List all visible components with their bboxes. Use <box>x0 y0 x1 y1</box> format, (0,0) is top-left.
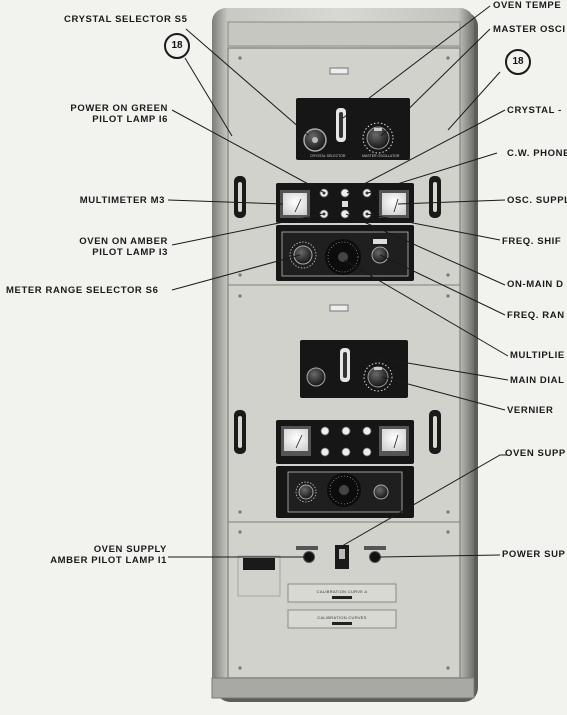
label-oven-supply-top: OVEN SUPP <box>505 448 566 459</box>
label-meter-range-selector: METER RANGE SELECTOR S6 <box>6 285 159 296</box>
label-oven-on-lamp: OVEN ON AMBER PILOT LAMP I3 <box>40 236 168 258</box>
label-freq-shift: FREQ. SHIF <box>502 236 562 247</box>
label-oven-supply-lamp: OVEN SUPPLY AMBER PILOT LAMP I1 <box>20 544 167 566</box>
label-power-on-line2: PILOT LAMP I6 <box>92 114 168 125</box>
label-oven-supply-line2: AMBER PILOT LAMP I1 <box>50 555 167 566</box>
label-vernier: VERNIER <box>507 405 554 416</box>
callout-18-left: 18 <box>164 33 190 59</box>
svg-text:MASTER OSCILLATOR: MASTER OSCILLATOR <box>362 154 400 158</box>
label-oven-on-line2: PILOT LAMP I3 <box>92 247 168 258</box>
label-master-osc: MASTER OSCI <box>493 24 566 35</box>
side-handles <box>234 176 441 454</box>
calibration-plate-2: CALIBRATION CURVES <box>317 615 367 620</box>
label-crystal: CRYSTAL - <box>507 105 562 116</box>
power-supply-switch <box>369 551 381 563</box>
label-oven-supply-line1: OVEN SUPPLY <box>93 544 167 555</box>
label-crystal-selector: CRYSTAL SELECTOR S5 <box>64 14 188 25</box>
label-osc-supply: OSC. SUPPL <box>507 195 567 206</box>
calibration-plate-1: CALIBRATION CURVE A <box>316 589 368 594</box>
label-multiplier: MULTIPLIE <box>510 350 565 361</box>
label-on-main: ON-MAIN D <box>507 279 564 290</box>
cabinet-base <box>211 677 475 699</box>
label-cw-phone: C.W. PHONE <box>507 148 567 159</box>
label-power-on-lamp: POWER ON GREEN PILOT LAMP I6 <box>40 103 168 125</box>
label-power-on-line1: POWER ON GREEN <box>70 103 168 114</box>
callout-18-right: 18 <box>505 49 531 75</box>
label-oven-temp: OVEN TEMPE <box>493 0 562 11</box>
label-power-supply: POWER SUP <box>502 549 566 560</box>
label-multimeter: MULTIMETER M3 <box>79 195 165 206</box>
label-main-dial: MAIN DIAL <box>510 375 565 386</box>
label-freq-range: FREQ. RAN <box>507 310 565 321</box>
label-oven-on-line1: OVEN ON AMBER <box>79 236 168 247</box>
cabinet-top-panel <box>227 21 461 47</box>
oven-supply-lamp <box>303 551 315 563</box>
svg-text:CRYSTAL SELECTOR: CRYSTAL SELECTOR <box>310 154 346 158</box>
